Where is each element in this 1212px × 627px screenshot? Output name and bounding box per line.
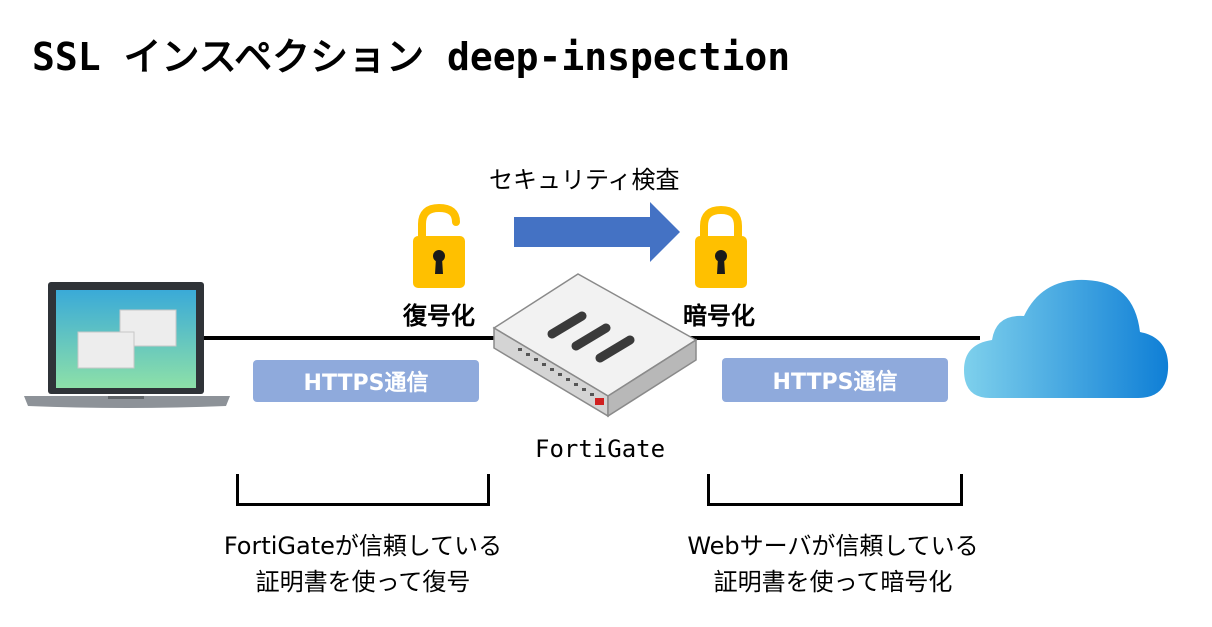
bracket-left-bar — [236, 503, 490, 506]
laptop-icon — [24, 282, 230, 408]
bracket-right-bar — [707, 503, 963, 506]
unlocked-padlock-icon — [413, 203, 465, 288]
page-title: SSL インスペクション deep-inspection — [32, 35, 791, 79]
connection-line-left — [200, 336, 500, 340]
bracket-right-start — [707, 474, 710, 506]
caption-left-line1: FortiGateが信頼している — [223, 532, 503, 560]
locked-padlock-icon — [695, 205, 747, 288]
bracket-right-end — [960, 474, 963, 506]
decrypt-label: 復号化 — [403, 302, 475, 330]
bracket-left-start — [236, 474, 239, 506]
caption-right: Webサーバが信頼している 証明書を使って暗号化 — [668, 528, 998, 600]
security-check-label: セキュリティ検査 — [489, 166, 680, 194]
https-badge-left: HTTPS通信 — [253, 360, 479, 402]
bracket-left-end — [487, 474, 490, 506]
fortigate-appliance-icon — [492, 273, 698, 418]
caption-right-line1: Webサーバが信頼している — [687, 532, 979, 560]
encrypt-label: 暗号化 — [683, 302, 755, 330]
https-badge-right: HTTPS通信 — [722, 358, 948, 402]
right-arrow — [514, 202, 680, 262]
connection-line-right — [690, 336, 980, 340]
caption-left-line2: 証明書を使って復号 — [255, 568, 471, 596]
cloud-icon — [964, 279, 1169, 398]
caption-left: FortiGateが信頼している 証明書を使って復号 — [200, 528, 526, 600]
device-label: FortiGate — [535, 435, 666, 463]
caption-right-line2: 証明書を使って暗号化 — [713, 568, 953, 596]
